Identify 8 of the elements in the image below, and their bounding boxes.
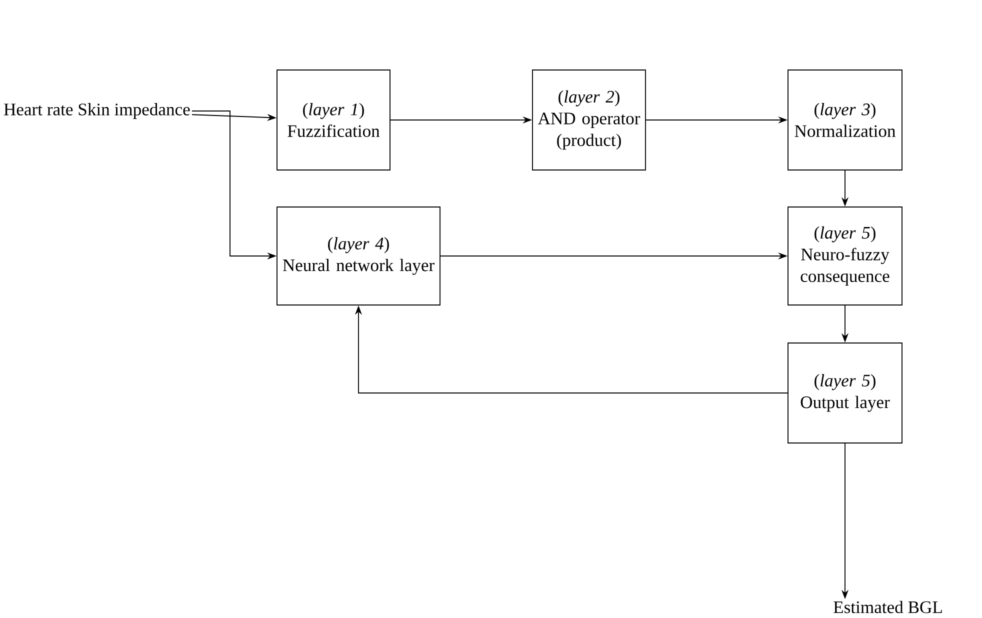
process-box: (layer 4) Neural network layer [276, 206, 440, 306]
input-label: Heart rate Skin impedance [4, 103, 190, 119]
process-box: (layer 1) Fuzzification [276, 70, 390, 170]
output-label: Estimated BGL [834, 600, 942, 614]
process-box: (layer 3) Normalization [788, 70, 902, 170]
process-box: (layer 2) AND operator (product) [532, 70, 646, 170]
process-box: (layer 5) Neuro-fuzzy consequence [788, 206, 902, 306]
process-box: (layer 5) Output layer [788, 342, 902, 444]
